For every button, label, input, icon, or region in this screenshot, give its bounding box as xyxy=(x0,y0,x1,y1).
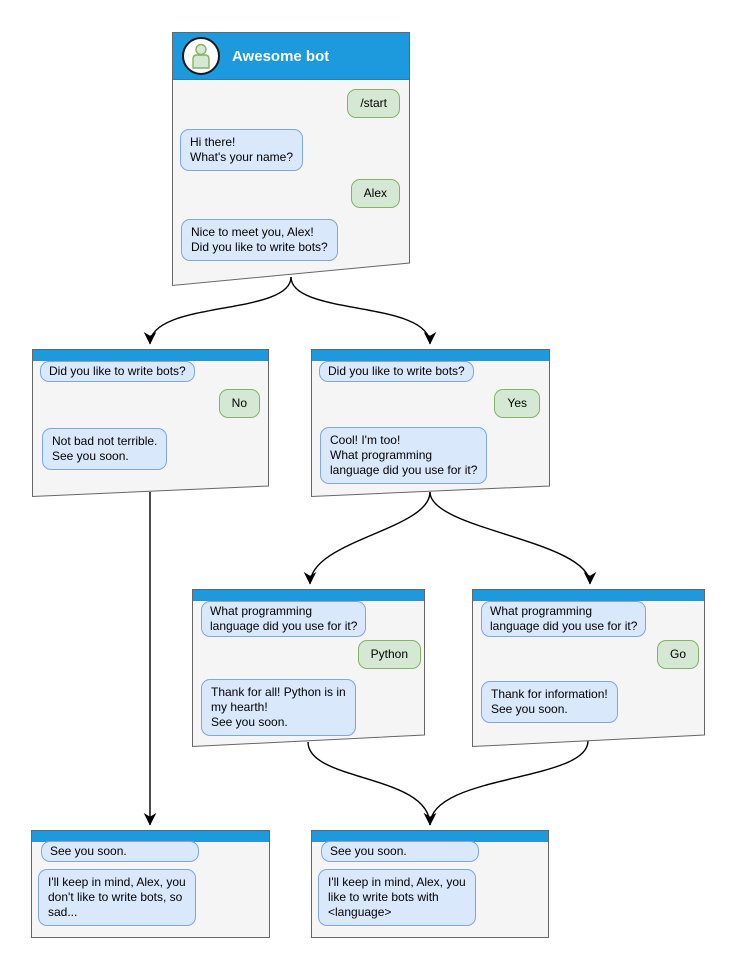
connector-yes-to-python xyxy=(303,491,431,585)
user-message-bubble: /start xyxy=(347,89,400,118)
bot-message-bubble: Not bad not terrible. See you soon. xyxy=(42,428,168,470)
user-message-bubble: Python xyxy=(357,640,421,669)
user-message-bubble: Alex xyxy=(350,179,400,208)
connector-python-to-end xyxy=(307,741,437,826)
chat-window-root: Awesome bot /start Hi there! What's your… xyxy=(172,32,410,287)
bot-message-bubble: Did you like to write bots? xyxy=(319,361,474,382)
bot-message-bubble: See you soon. xyxy=(41,841,199,862)
chat-window-python: What programming language did you use fo… xyxy=(192,589,425,748)
bot-message-bubble: See you soon. xyxy=(321,841,479,862)
bot-message-bubble: What programming language did you use fo… xyxy=(481,601,647,637)
connector-yes-to-go xyxy=(429,491,597,585)
bot-message-bubble: Hi there! What's your name? xyxy=(180,129,304,171)
chat-window-no-branch: Did you like to write bots? No Not bad n… xyxy=(32,349,269,498)
bot-message-bubble: Nice to meet you, Alex! Did you like to … xyxy=(181,219,338,261)
bot-message-bubble: Thank for information! See you soon. xyxy=(481,681,618,723)
person-icon xyxy=(192,43,210,69)
titlebar xyxy=(193,590,424,601)
bot-message-bubble: Thank for all! Python is in my hearth! S… xyxy=(201,679,356,736)
titlebar xyxy=(32,831,269,842)
connector-root-to-yes xyxy=(290,276,437,345)
titlebar xyxy=(33,350,268,361)
connector-root-to-no xyxy=(143,276,292,345)
titlebar xyxy=(312,831,548,842)
bot-message-bubble: What programming language did you use fo… xyxy=(201,601,367,637)
titlebar: Awesome bot xyxy=(173,33,409,80)
bot-message-bubble: I'll keep in mind, Alex, you like to wri… xyxy=(318,869,476,926)
user-message-bubble: Yes xyxy=(494,389,540,418)
user-message-bubble: Go xyxy=(656,640,699,669)
connector-go-to-end xyxy=(423,740,589,826)
titlebar xyxy=(312,350,549,361)
chat-window-yes-branch: Did you like to write bots? Yes Cool! I'… xyxy=(311,349,550,498)
user-message-bubble: No xyxy=(218,389,260,418)
bot-message-bubble: Did you like to write bots? xyxy=(40,361,195,382)
window-title: Awesome bot xyxy=(232,47,330,65)
chat-window-go: What programming language did you use fo… xyxy=(472,589,705,748)
titlebar xyxy=(473,590,704,601)
avatar xyxy=(182,37,220,75)
bot-message-bubble: Cool! I'm too! What programming language… xyxy=(320,427,488,484)
bot-message-bubble: I'll keep in mind, Alex, you don't like … xyxy=(38,869,196,926)
chat-window-end-no: See you soon. I'll keep in mind, Alex, y… xyxy=(31,830,270,938)
chat-window-end-yes: See you soon. I'll keep in mind, Alex, y… xyxy=(311,830,549,938)
